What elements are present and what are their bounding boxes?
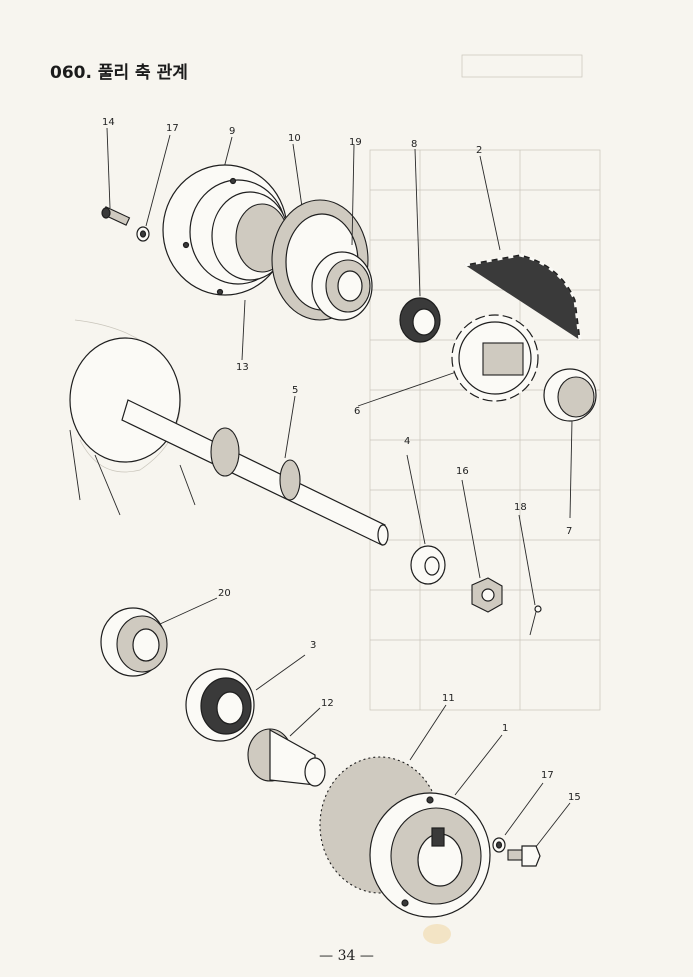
paper-stain [423,924,451,944]
part-2-chain [464,155,582,341]
part-15-bolt [507,802,571,867]
part-19-bearing [311,144,373,321]
callout-17-lower: 17 [541,770,554,781]
bleed-through-table [369,54,601,711]
callout-13: 13 [236,362,249,373]
callout-14: 14 [102,117,115,128]
part-16-castle-nut [461,479,503,613]
callout-9: 9 [229,126,235,137]
callout-11: 11 [442,693,455,704]
part-13-retainer [241,299,246,361]
part-5-shaft [69,319,389,546]
callout-2: 2 [476,145,482,156]
callout-1: 1 [502,723,508,734]
part-8-seal [399,148,441,343]
part-17-washer-upper [136,134,171,242]
callout-3: 3 [310,640,316,651]
part-14-bolt [101,127,131,226]
callout-10: 10 [288,133,301,144]
part-18-cotter-pin [518,514,542,636]
callout-18: 18 [514,502,527,513]
part-1-pulley [369,734,503,918]
part-12-bushing [247,707,326,787]
part-6-sprocket [357,314,539,407]
callout-19: 19 [349,137,362,148]
callout-20: 20 [218,588,231,599]
callout-16: 16 [456,466,469,477]
part-17-washer-lower [492,782,544,853]
page-title: 060. 풀리 축 관계 [50,63,188,83]
callout-6: 6 [354,406,360,417]
callout-5: 5 [292,385,298,396]
callout-8: 8 [411,139,417,150]
callout-12: 12 [321,698,334,709]
part-4-washer [406,454,446,585]
callout-17-upper: 17 [166,123,179,134]
part-20-bearing [100,597,218,677]
part-7-collar [543,368,597,519]
part-9-housing [162,136,289,296]
callout-15: 15 [568,792,581,803]
callout-4: 4 [404,436,410,447]
part-3-sealed-bearing [185,654,306,742]
callout-7: 7 [566,526,572,537]
page-number: — 34 — [319,948,374,964]
